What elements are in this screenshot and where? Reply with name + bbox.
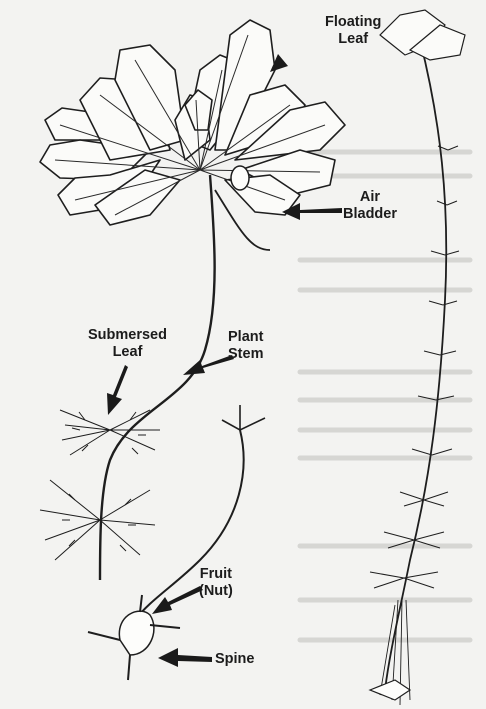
label-air-bladder-line2: Bladder xyxy=(343,206,397,223)
stalk-tip xyxy=(222,405,265,430)
label-spine-text: Spine xyxy=(215,651,254,668)
arrow-spine xyxy=(158,648,212,667)
arrow-fruit xyxy=(152,586,203,614)
label-submersed-leaf-line2: Leaf xyxy=(88,344,167,361)
background-show-through xyxy=(295,152,470,640)
label-submersed-leaf: Submersed Leaf xyxy=(88,327,167,361)
air-bladder-bulb xyxy=(231,166,249,190)
label-plant-stem-line1: Plant xyxy=(228,329,263,346)
label-floating-leaf-line2: Leaf xyxy=(325,31,381,48)
arrow-plant-stem xyxy=(183,355,234,375)
label-plant-stem-line2: Stem xyxy=(228,346,263,363)
label-floating-leaf-line1: Floating xyxy=(325,14,381,31)
label-submersed-leaf-line1: Submersed xyxy=(88,327,167,344)
arrow-floating-leaf xyxy=(270,32,315,72)
label-plant-stem: Plant Stem xyxy=(228,329,263,363)
label-fruit-line2: (Nut) xyxy=(199,583,233,600)
label-fruit: Fruit (Nut) xyxy=(199,566,233,600)
label-spine: Spine xyxy=(215,651,254,668)
label-fruit-line1: Fruit xyxy=(199,566,233,583)
label-air-bladder: Air Bladder xyxy=(343,189,397,223)
floating-leaf-rosette xyxy=(40,20,345,225)
label-air-bladder-line1: Air xyxy=(343,189,397,206)
arrow-submersed-leaf xyxy=(107,365,128,415)
label-floating-leaf: Floating Leaf xyxy=(325,14,381,48)
plant-stem-line xyxy=(100,175,215,580)
